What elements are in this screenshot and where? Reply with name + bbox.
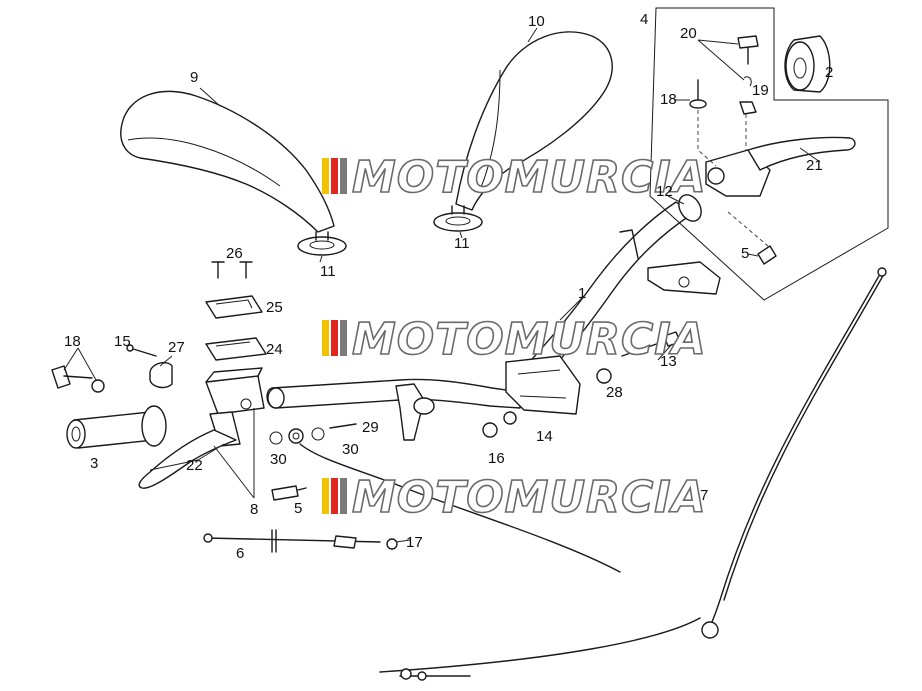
callout-10: 10: [528, 13, 545, 30]
handlebar-tube: [266, 194, 721, 441]
callout-11-right: 11: [454, 235, 470, 252]
brake-lever-left: [138, 429, 237, 489]
callout-24: 24: [266, 341, 283, 358]
callout-19: 19: [752, 82, 769, 99]
switch-5-right: [727, 211, 777, 265]
callout-29: 29: [362, 419, 379, 436]
inset-box-4: [649, 7, 889, 301]
clamp-27: [149, 361, 173, 389]
callout-5-left: 5: [294, 500, 302, 517]
callout-12: 12: [656, 183, 673, 200]
bracket-24-25-26: [205, 261, 267, 361]
switch-5: [271, 485, 307, 501]
callout-18-right: 18: [660, 91, 677, 108]
callout-13: 13: [660, 353, 677, 370]
mirror-left: [120, 90, 347, 256]
callout-18-left: 18: [64, 333, 81, 350]
watermark-top: MOTOMURCIA: [322, 151, 707, 204]
callout-5-right: 5: [741, 245, 749, 262]
callout-28: 28: [606, 384, 623, 401]
screws-left: [51, 344, 157, 393]
left-grip: [66, 405, 167, 449]
callout-14: 14: [536, 428, 553, 445]
callout-1: 1: [578, 285, 586, 302]
callout-22: 22: [186, 457, 203, 474]
bolt-13: [621, 331, 681, 357]
callout-9: 9: [190, 69, 198, 86]
callout-20: 20: [680, 25, 697, 42]
watermark-middle: MOTOMURCIA: [322, 313, 707, 366]
screws-18-19-20: [689, 35, 759, 167]
callout-16: 16: [488, 450, 505, 467]
callout-21: 21: [806, 157, 823, 174]
callout-30-left: 30: [270, 451, 287, 468]
callout-6: 6: [236, 545, 244, 562]
brake-hose-7: [379, 267, 887, 681]
callout-11-left: 11: [320, 263, 336, 280]
callout-7: 7: [700, 487, 708, 504]
callout-labels: 1 2 3 4 5 5 6 7 8 9 10 11 11 12 13 14 15…: [64, 11, 833, 562]
callout-26: 26: [226, 245, 243, 262]
watermark-text: MOTOMURCIA: [352, 152, 707, 203]
throttle-grip-2: [784, 35, 831, 93]
callout-2: 2: [825, 64, 833, 81]
callout-27: 27: [168, 339, 185, 356]
watermark-text: MOTOMURCIA: [352, 314, 707, 365]
callout-15: 15: [114, 333, 131, 350]
mirror-right: [433, 31, 613, 232]
washers-29-30: [269, 423, 401, 487]
callout-25: 25: [266, 299, 283, 316]
callout-4: 4: [640, 11, 648, 28]
callout-3: 3: [90, 455, 98, 472]
lever-21: [705, 136, 856, 197]
watermark-text: MOTOMURCIA: [352, 472, 707, 523]
callout-17: 17: [406, 534, 423, 551]
watermark-bottom: MOTOMURCIA: [322, 471, 707, 524]
callout-8: 8: [250, 501, 258, 518]
leader-lines: [63, 27, 821, 543]
nuts-14-16-28: [482, 368, 612, 438]
cable-6: [203, 529, 398, 553]
cable-17-run: [399, 485, 621, 573]
callout-30-right: 30: [342, 441, 359, 458]
